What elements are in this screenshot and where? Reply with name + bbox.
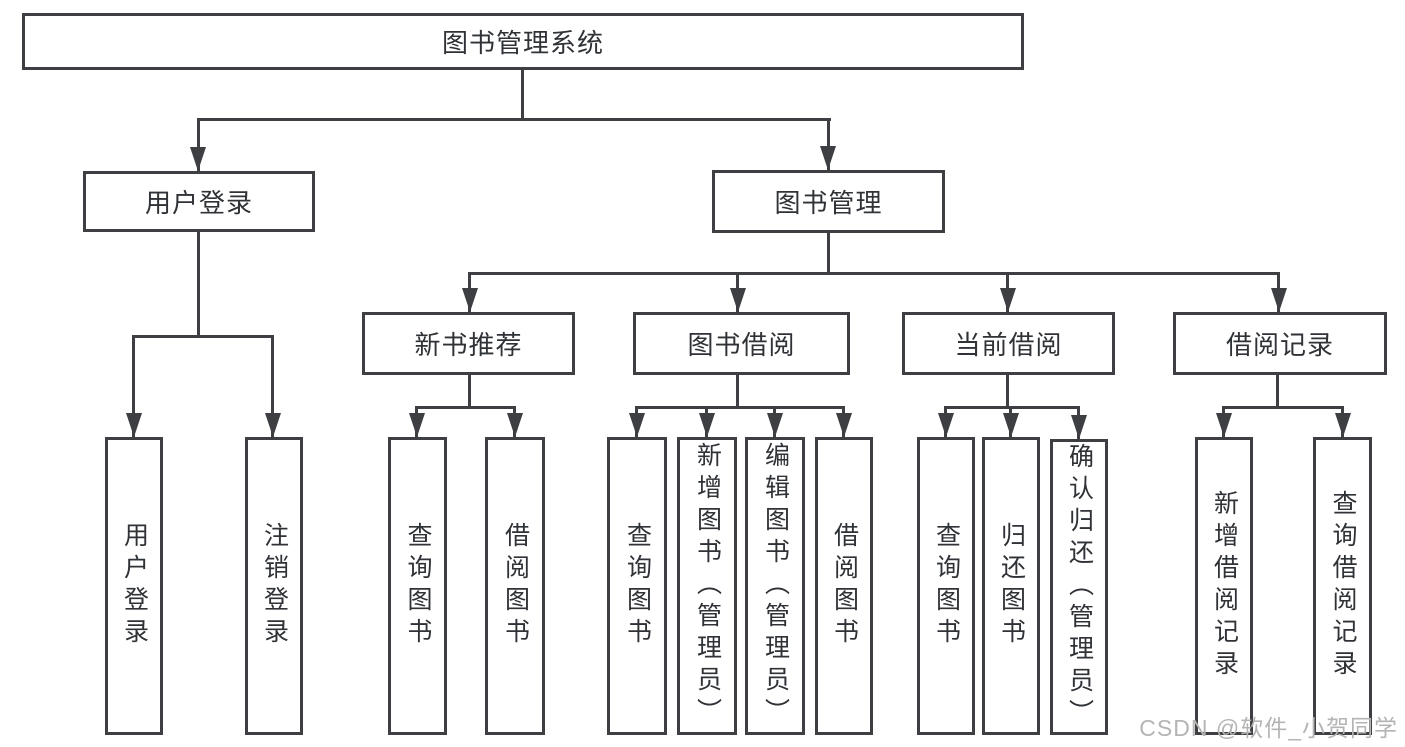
connector-line xyxy=(197,118,831,121)
leaf-borrow-edit-book-admin-label: 编辑图书（管理员） xyxy=(761,442,790,730)
leaf-current-return-book-label: 归还图书 xyxy=(997,522,1026,650)
leaf-record-query-record: 查询借阅记录 xyxy=(1313,437,1372,735)
connector-line xyxy=(468,375,471,406)
node-current-borrowing: 当前借阅 xyxy=(902,312,1115,375)
node-book-borrowing: 图书借阅 xyxy=(633,312,850,375)
leaf-current-return-book: 归还图书 xyxy=(982,437,1040,735)
leaf-user-login: 用户登录 xyxy=(105,437,163,735)
leaf-logout-label: 注销登录 xyxy=(260,522,289,650)
leaf-recommend-query-book-label: 查询图书 xyxy=(404,522,432,650)
connector-line xyxy=(827,233,830,272)
leaf-current-confirm-return-admin: 确认归还（管理员） xyxy=(1050,439,1108,735)
connector-line xyxy=(736,375,739,406)
connector-line xyxy=(197,232,200,335)
arrow-down-icon xyxy=(767,413,783,437)
arrow-down-icon xyxy=(1271,288,1287,312)
leaf-logout: 注销登录 xyxy=(245,437,303,735)
leaf-current-query-book: 查询图书 xyxy=(917,437,975,735)
leaf-borrow-add-book-admin-label: 新增图书（管理员） xyxy=(693,442,722,730)
leaf-record-add-record-label: 新增借阅记录 xyxy=(1210,490,1239,682)
connector-line xyxy=(271,335,274,437)
arrow-down-icon xyxy=(265,413,281,437)
node-user-login-label: 用户登录 xyxy=(144,188,253,218)
connector-line xyxy=(1222,406,1344,409)
arrow-down-icon xyxy=(190,147,206,171)
leaf-borrow-edit-book-admin: 编辑图书（管理员） xyxy=(745,437,805,735)
connector-line xyxy=(132,335,135,437)
arrow-down-icon xyxy=(409,413,425,437)
arrow-down-icon xyxy=(938,413,954,437)
arrow-down-icon xyxy=(629,413,645,437)
arrow-down-icon xyxy=(1335,413,1351,437)
node-user-login: 用户登录 xyxy=(83,171,315,232)
connector-line xyxy=(944,406,1080,409)
arrow-down-icon xyxy=(820,146,836,170)
arrow-down-icon xyxy=(1071,415,1087,439)
node-new-book-recommend: 新书推荐 xyxy=(362,312,575,375)
arrow-down-icon xyxy=(699,413,715,437)
leaf-recommend-borrow-book: 借阅图书 xyxy=(485,437,545,735)
connector-line xyxy=(521,70,524,118)
csdn-watermark: CSDN @软件_小贺同学 xyxy=(1139,715,1398,741)
node-book-management-label: 图书管理 xyxy=(774,188,883,218)
arrow-down-icon xyxy=(730,288,746,312)
leaf-recommend-query-book: 查询图书 xyxy=(388,437,447,735)
node-new-book-recommend-label: 新书推荐 xyxy=(414,330,523,360)
leaf-borrow-query-book-label: 查询图书 xyxy=(623,522,652,650)
connector-line xyxy=(468,272,1280,275)
arrow-down-icon xyxy=(462,288,478,312)
arrow-down-icon xyxy=(1000,288,1016,312)
arrow-down-icon xyxy=(507,413,523,437)
connector-line xyxy=(197,118,200,171)
arrow-down-icon xyxy=(1216,413,1232,437)
leaf-borrow-add-book-admin: 新增图书（管理员） xyxy=(677,437,737,735)
leaf-record-query-record-label: 查询借阅记录 xyxy=(1329,490,1357,682)
connector-line xyxy=(1276,375,1279,406)
leaf-record-add-record: 新增借阅记录 xyxy=(1195,437,1253,735)
leaf-borrow-query-book: 查询图书 xyxy=(607,437,667,735)
connector-line xyxy=(415,406,516,409)
node-borrowing-records: 借阅记录 xyxy=(1173,312,1387,375)
node-current-borrowing-label: 当前借阅 xyxy=(954,330,1063,360)
connector-line xyxy=(635,406,845,409)
leaf-borrow-borrow-book-label: 借阅图书 xyxy=(830,522,859,650)
arrow-down-icon xyxy=(126,413,142,437)
node-root-label: 图书管理系统 xyxy=(441,28,604,58)
connector-line xyxy=(132,335,274,338)
connector-line xyxy=(827,118,830,170)
node-borrowing-records-label: 借阅记录 xyxy=(1225,330,1334,360)
node-book-management: 图书管理 xyxy=(712,170,945,233)
leaf-borrow-borrow-book: 借阅图书 xyxy=(815,437,873,735)
node-book-borrowing-label: 图书借阅 xyxy=(687,330,796,360)
arrow-down-icon xyxy=(836,413,852,437)
arrow-down-icon xyxy=(1003,413,1019,437)
leaf-recommend-borrow-book-label: 借阅图书 xyxy=(501,522,530,650)
leaf-current-confirm-return-admin-label: 确认归还（管理员） xyxy=(1065,443,1094,731)
connector-line xyxy=(1006,375,1009,406)
leaf-user-login-label: 用户登录 xyxy=(120,522,149,650)
leaf-current-query-book-label: 查询图书 xyxy=(932,522,961,650)
node-root-library-system: 图书管理系统 xyxy=(22,13,1024,70)
